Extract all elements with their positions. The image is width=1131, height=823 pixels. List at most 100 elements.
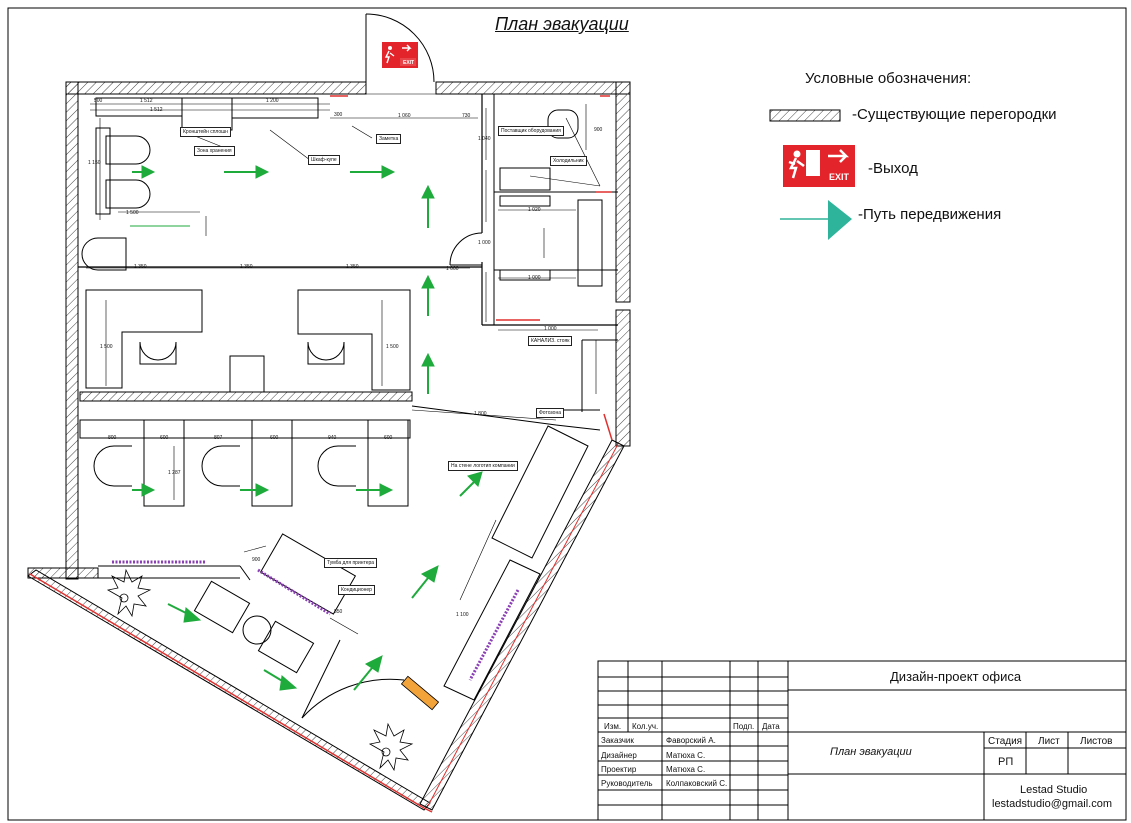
sheet-border [7, 7, 1127, 821]
dim-label: 800 [108, 435, 117, 441]
dim-label: 1 287 [168, 470, 181, 476]
green-arrow-icon [353, 655, 383, 691]
plan-note-air-conditioner: Кондиционер [338, 585, 375, 595]
title-block-header-count: Кол.уч. [632, 722, 659, 731]
dim-label: 500 [94, 98, 103, 104]
title-block-project: Дизайн-проект офиса [890, 669, 1022, 684]
dim-label: 1 800 [474, 411, 487, 417]
title-block-role: Проектир [601, 765, 637, 774]
dim-label: 1 200 [266, 98, 279, 104]
dim-label: 1 040 [478, 136, 491, 142]
interior-doors [301, 232, 483, 719]
green-arrow-icon [167, 603, 202, 623]
furniture [79, 97, 603, 701]
title-block-name: Матюха С. [666, 765, 706, 774]
title-block-role: Дизайнер [601, 751, 637, 760]
dim-label: 600 [160, 435, 169, 441]
legend-arrow-icon [780, 200, 852, 240]
title-block-name: Матюха С. [666, 751, 706, 760]
plant-icon [106, 568, 414, 772]
title-block-header-change: Изм. [604, 722, 622, 731]
dim-label: 1 000 [446, 266, 459, 272]
title-block-sheet-title: План эвакуации [830, 746, 912, 758]
dim-label: 1 350 [346, 264, 359, 270]
exit-sign-icon: EXIT [382, 42, 418, 68]
green-arrow-icon [350, 165, 396, 179]
plan-note-memo: Заметка [376, 134, 402, 144]
green-arrow-icon [240, 483, 270, 497]
title-block-name: Колпаковский С. [666, 779, 728, 788]
orange-door-frame [400, 675, 440, 711]
dim-label: 1 000 [544, 326, 557, 332]
dim-label: 1 500 [100, 344, 113, 350]
dim-label: 300 [334, 112, 343, 118]
title-block-email: lestadstudio@gmail.com [992, 798, 1112, 810]
plan-note-printer-stand: Тумба для принтера [324, 558, 378, 568]
legend-heading: Условные обозначения: [805, 70, 972, 87]
plan-note-wardrobe: Шкаф-купе [308, 155, 340, 165]
dim-label: 1 020 [528, 207, 541, 213]
main-entrance-door [365, 13, 436, 95]
title-block-header-date: Дата [762, 722, 780, 731]
dim-label: 1 000 [478, 240, 491, 246]
plan-note-supplier: Поставщик оборудования [498, 126, 564, 136]
dim-label: 1 060 [398, 113, 411, 119]
legend-partitions-label: -Существующие перегородки [852, 106, 1057, 123]
title-block-name: Фаворский А. [666, 736, 716, 745]
plan-title: План эвакуации [495, 14, 629, 34]
green-arrow-icon [421, 352, 435, 394]
green-arrow-icon [132, 165, 156, 179]
plan-note-storage: Зона хранения [194, 146, 235, 156]
dim-label: 1 350 [134, 264, 147, 270]
walls [27, 81, 631, 813]
purple-storage [112, 560, 520, 681]
plan-note-sewer-riser: КАНАЛИЗ. стояк [528, 336, 573, 346]
title-block-sheet-label: Лист [1038, 736, 1060, 747]
dim-label: 807 [214, 435, 223, 441]
dim-label: 900 [252, 557, 261, 563]
dim-label: 1 000 [528, 275, 541, 281]
green-arrow-icon [224, 165, 270, 179]
green-arrow-icon [132, 483, 156, 497]
legend-path-label: -Путь передвижения [858, 206, 1002, 223]
title-block-sheets-label: Листов [1080, 736, 1113, 747]
green-arrow-icon [421, 184, 435, 228]
legend-exit-sign-icon: EXIT [783, 145, 855, 187]
plan-note-fridge: Холодильник [550, 156, 587, 166]
exit-sign-text: EXIT [403, 60, 414, 66]
green-arrow-icon [356, 483, 394, 497]
dim-label: 900 [594, 127, 603, 133]
title-block-stage-label: Стадия [988, 736, 1023, 747]
title-block-header-sign: Подп. [733, 722, 755, 731]
plan-note-logo-wall: На стене логотип компании [448, 461, 518, 471]
dim-label: 1 100 [456, 612, 469, 618]
green-arrow-icon [421, 274, 435, 316]
title-block-studio: Lestad Studio [1020, 784, 1088, 796]
dim-label: 1 350 [240, 264, 253, 270]
dim-label: 1 150 [88, 160, 101, 166]
evacuation-arrows [132, 165, 483, 691]
dim-label: 600 [384, 435, 393, 441]
legend-hatch-icon [769, 109, 841, 122]
dim-label: 1 500 [126, 210, 139, 216]
dim-label: 1 512 [150, 107, 163, 113]
green-arrow-icon [459, 471, 483, 497]
dimension-lines [80, 103, 601, 635]
title-block-role: Заказчик [601, 736, 634, 745]
dim-label: 600 [270, 435, 279, 441]
plan-note-bracket: Кронштейн сплошн [180, 127, 231, 137]
dim-label: 1 500 [386, 344, 399, 350]
plan-note-photozone: Фотозона [536, 408, 564, 418]
dim-label: 850 [334, 609, 343, 615]
title-block-stage-value: РП [998, 756, 1014, 768]
legend-exit-label: -Выход [868, 160, 918, 177]
dim-label: 730 [462, 113, 471, 119]
title-block-grid [597, 660, 1127, 821]
green-arrow-icon [263, 669, 298, 691]
dim-label: 1 512 [140, 98, 153, 104]
dim-label: 940 [328, 435, 337, 441]
legend-exit-text: EXIT [829, 172, 850, 182]
title-block-role: Руководитель [601, 779, 653, 788]
green-arrow-icon [411, 565, 439, 599]
